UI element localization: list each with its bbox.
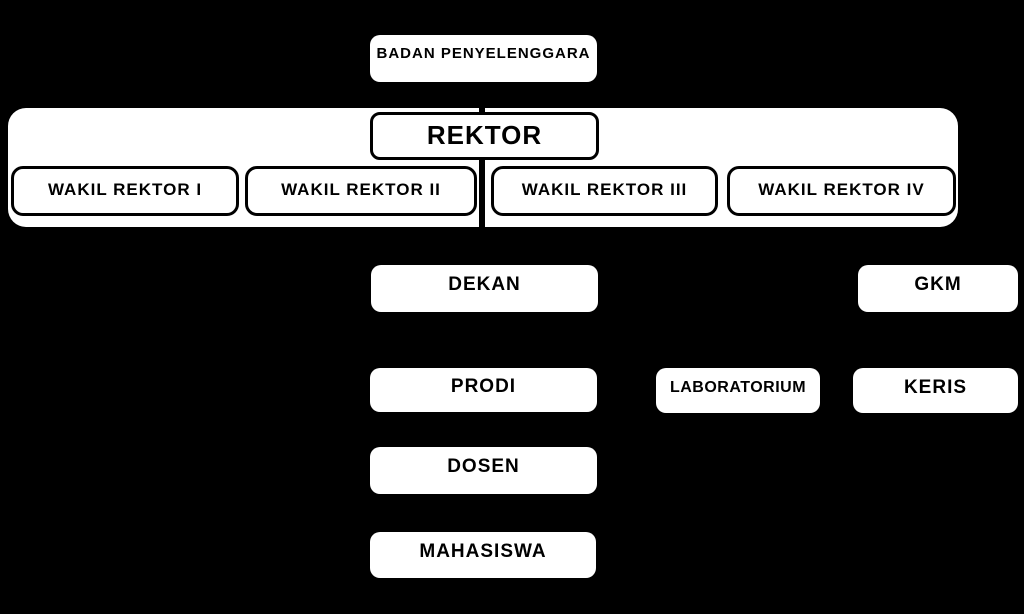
connector-line-vertical [479,82,485,265]
node-prodi: PRODI [370,368,597,412]
node-dekan: DEKAN [371,265,598,312]
node-wakil-rektor-iii: WAKIL REKTOR III [491,166,718,216]
node-wakil-rektor-i: WAKIL REKTOR I [11,166,239,216]
node-laboratorium: LABORATORIUM [656,368,820,413]
node-wakil-rektor-iv: WAKIL REKTOR IV [727,166,956,216]
node-wakil-rektor-ii: WAKIL REKTOR II [245,166,477,216]
node-dosen: DOSEN [370,447,597,494]
node-badan-penyelenggara: BADAN PENYELENGGARA [370,35,597,82]
node-keris: KERIS [853,368,1018,413]
node-mahasiswa: MAHASISWA [370,532,596,578]
node-rektor: REKTOR [370,112,599,160]
node-gkm: GKM [858,265,1018,312]
